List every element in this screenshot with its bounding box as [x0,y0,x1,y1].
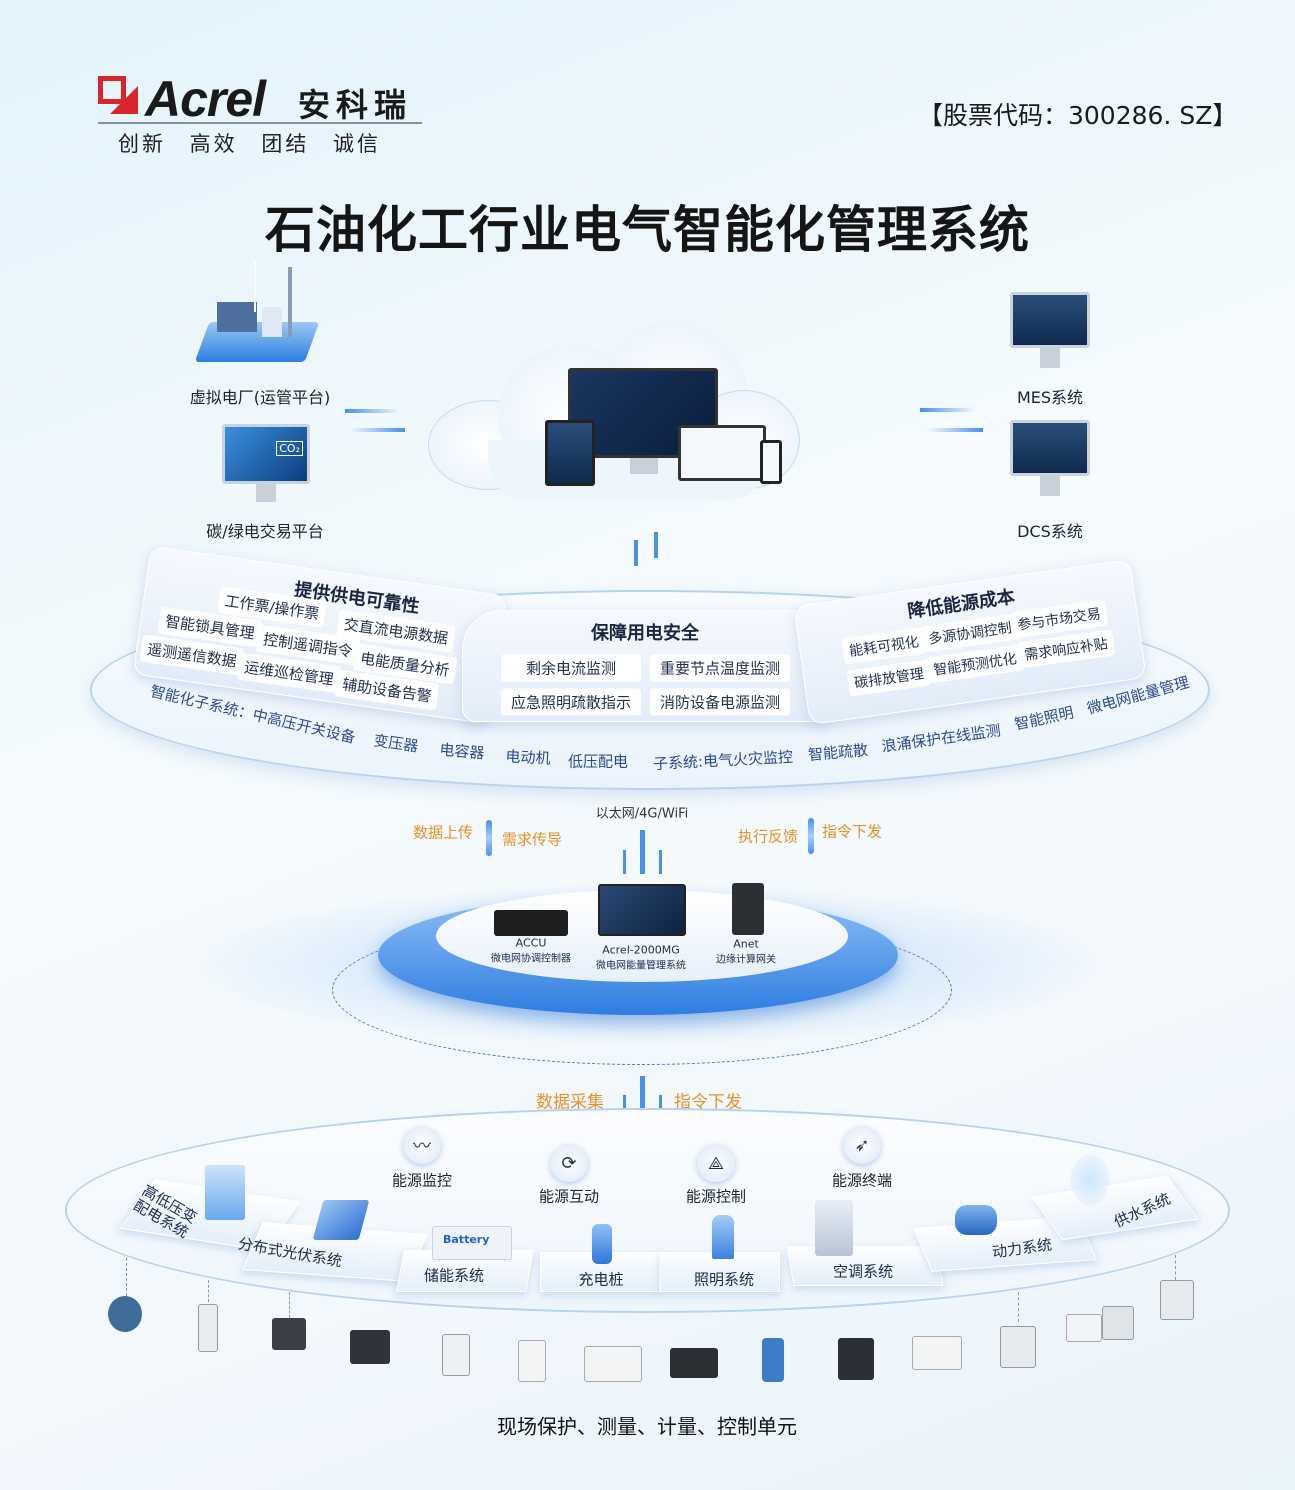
refresh-icon: ⟳ [550,1144,588,1182]
arrow-down [659,850,662,874]
acrel-logo-mark [98,76,138,114]
data-collect-label: 数据采集 [536,1092,604,1113]
vpp-label: 虚拟电厂(运管平台) [189,388,331,407]
monitor-stand [1040,348,1060,368]
feedback-label: 执行反馈 [737,827,799,846]
tablet-device [545,420,595,486]
multi-channel-meter-device [584,1346,642,1382]
monitor-stand [1040,476,1060,496]
carbon-trading-label: 碳/绿电交易平台 [206,522,324,541]
anet-gateway-device [732,883,764,935]
function-label: 能源监控 [391,1171,453,1190]
gateway-device [1102,1306,1134,1340]
safety-item: 应急照明疏散指示 [501,688,641,716]
function-label: 能源互动 [538,1187,600,1206]
slogan: 创新 高效 团结 诚信 [118,132,382,156]
monitor-device [442,1334,470,1376]
energy-meter-device [912,1336,962,1370]
monitor-wave-icon: 〰 [403,1126,441,1164]
subsystem-left: 低压配电 [567,752,629,771]
dashed-connector [208,1280,209,1302]
water-tap-icon [1070,1155,1110,1205]
logo-chinese: 安科瑞 [298,86,413,124]
network-icon: ⟁ [697,1144,735,1182]
safety-item: 剩余电流监测 [501,654,641,682]
motor-icon [955,1205,997,1235]
air-conditioner-icon [815,1200,853,1256]
arrow-left [920,408,975,412]
temperature-sensor-device [762,1338,784,1382]
dashed-connector [289,1292,290,1318]
din-meter-device [518,1340,546,1382]
water-meter-device [108,1296,142,1332]
footer-caption: 现场保护、测量、计量、控制单元 [497,1414,797,1439]
command-label: 指令下发 [821,822,883,841]
dcs-monitor [1010,420,1090,476]
co2-badge: CO₂ [276,441,303,456]
dashed-connector [1018,1292,1019,1322]
device-desc: 边缘计算网关 [716,954,776,966]
accu-device [494,910,568,936]
carbon-platform-monitor: CO₂ [222,424,310,484]
bidirectional-arrow [808,818,814,854]
battery-storage-icon: Battery [432,1226,512,1260]
monitor-stand [630,458,658,474]
arrow-right [928,428,983,432]
meter-device [272,1318,306,1350]
system-label: 照明系统 [693,1270,755,1289]
page-title: 石油化工行业电气智能化管理系统 [265,201,1030,259]
lighting-icon [712,1215,734,1259]
arrow-down [634,540,638,566]
transformer-icon [205,1165,245,1220]
acrel-2000mg-screen [598,884,686,936]
logo-wordmark: Acrel [145,71,266,127]
charging-pile-icon [592,1224,612,1264]
io-module-device [670,1348,718,1378]
function-label: 能源控制 [685,1187,747,1206]
phone-device [760,440,782,484]
arrow-right [350,428,405,432]
dcs-label: DCS系统 [1017,522,1083,541]
virtual-power-plant-illustration [194,262,320,367]
device-desc: 微电网协调控制器 [491,953,571,965]
safety-title: 保障用电安全 [591,623,699,644]
device-name: Anet [733,937,759,951]
bidirectional-arrow [486,820,492,856]
arrow-left [345,409,400,413]
laptop-device [678,425,766,481]
subsystem-left: 电容器 [438,740,486,763]
device-name: Acrel-2000MG [602,943,680,957]
arrow-up [640,830,645,874]
safety-item: 重要节点温度监测 [650,654,790,682]
dashed-connector [126,1258,127,1296]
device-desc: 微电网能量管理系统 [596,960,686,972]
system-label: 空调系统 [832,1262,894,1281]
network-label: 以太网/4G/WiFi [595,806,689,822]
sensor-device [198,1304,218,1352]
arrow-down [623,850,626,874]
mes-monitor [1010,292,1090,348]
system-label: 充电桩 [578,1270,624,1289]
smart-meter-device [1066,1314,1102,1342]
fire-monitor-device [838,1338,874,1380]
mes-label: MES系统 [1016,388,1084,407]
subsystem-left: 电动机 [505,747,551,768]
monitor-stand [256,484,276,502]
logo-divider [98,122,422,124]
dashed-connector [1175,1255,1176,1280]
panel-meter-device [1000,1326,1036,1368]
relay-protection-device [1160,1280,1194,1320]
protection-relay-device [350,1330,390,1364]
data-upload-label: 数据上传 [412,823,474,842]
demand-label: 需求传导 [501,830,563,849]
arrow-up [654,532,658,558]
safety-item: 消防设备电源监测 [650,688,790,716]
device-name: ACCU [515,936,547,950]
arrow-up [640,1076,645,1122]
system-label: 储能系统 [423,1266,485,1285]
battery-text: Battery [443,1233,490,1246]
function-label: 能源终端 [831,1171,893,1190]
stock-code: 【股票代码：300286. SZ】 [918,101,1238,130]
cursor-icon: ➶ [843,1126,881,1164]
